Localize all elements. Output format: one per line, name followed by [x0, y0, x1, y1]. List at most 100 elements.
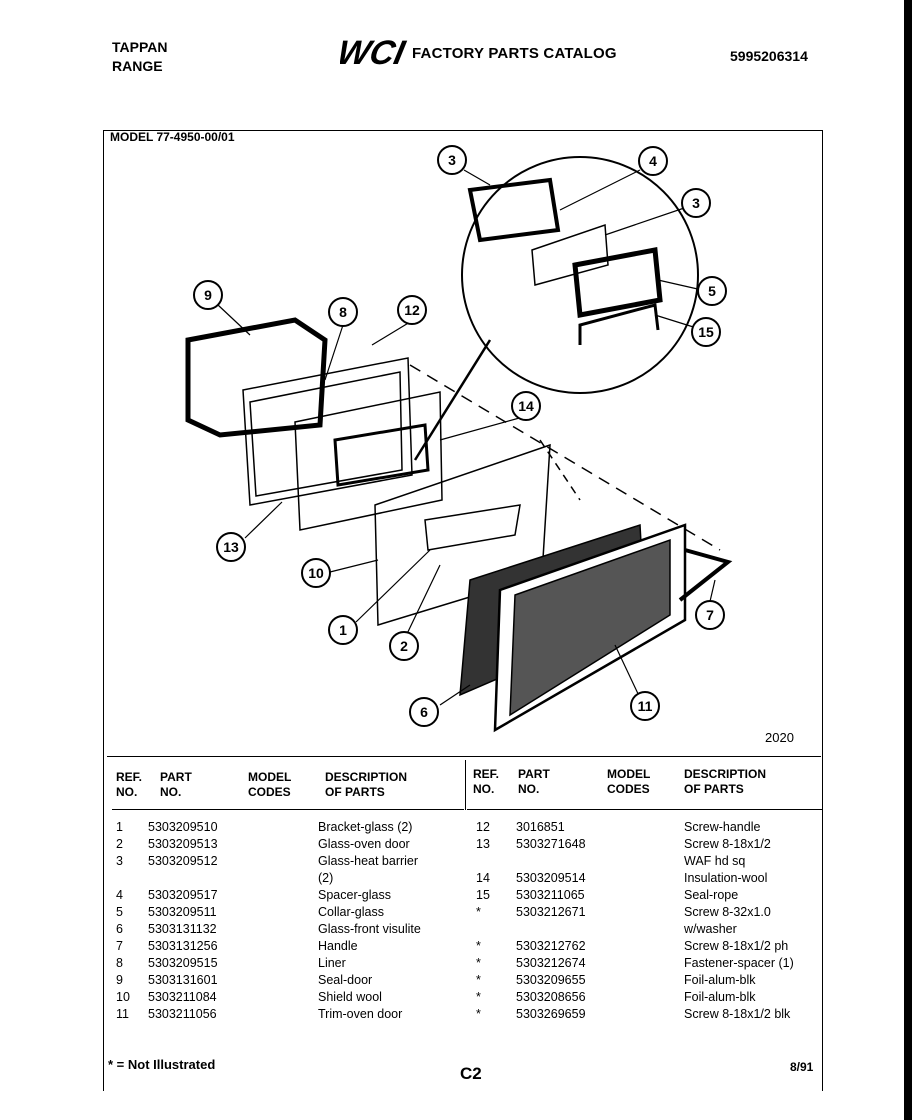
table-row: * 5303212762 Screw 8-18x1/2 ph [476, 938, 821, 955]
cell-part: 5303212671 [516, 905, 586, 919]
cell-desc: Spacer-glass [318, 888, 391, 902]
brand-block: TAPPAN RANGE [112, 38, 167, 76]
handle-shape [678, 548, 733, 602]
header-part-left: PART NO. [160, 770, 192, 799]
callout-3-right: 3 [681, 188, 711, 218]
cell-ref: * [476, 973, 481, 987]
table-row: w/washer [476, 921, 821, 938]
cell-ref: * [476, 939, 481, 953]
assembly-line-2 [539, 439, 581, 501]
detail-magnifier [461, 156, 699, 394]
header-rule-left [112, 809, 464, 810]
svg-text:12: 12 [404, 302, 420, 318]
catalog-title: FACTORY PARTS CATALOG [412, 45, 617, 62]
svg-text:5: 5 [708, 283, 716, 299]
trim-inner [509, 538, 671, 717]
callout-5: 5 [697, 276, 727, 306]
cell-ref: 13 [476, 837, 490, 851]
svg-text:2: 2 [400, 638, 408, 654]
assembly-line [409, 364, 721, 551]
header-model-right: MODEL CODES [607, 767, 651, 796]
cell-desc: WAF hd sq [684, 854, 746, 868]
cell-part: 5303209512 [148, 854, 218, 868]
glass-oven-door-shape [294, 391, 443, 531]
not-illustrated-note: * = Not Illustrated [108, 1057, 216, 1072]
cell-part: 5303131601 [148, 973, 218, 987]
callout-15: 15 [691, 317, 721, 347]
cell-desc: Screw 8-32x1.0 [684, 905, 771, 919]
svg-text:15: 15 [698, 324, 714, 340]
callouts: 9 8 12 14 13 10 1 2 6 11 7 3 4 3 5 15 [193, 145, 727, 727]
liner-shape [242, 357, 413, 506]
cell-ref: 5 [116, 905, 123, 919]
cell-part: 5303212762 [516, 939, 586, 953]
cell-ref: 15 [476, 888, 490, 902]
cell-ref: 6 [116, 922, 123, 936]
callout-10: 10 [301, 558, 331, 588]
cell-part: 5303211065 [516, 888, 585, 902]
header-model-left: MODEL CODES [248, 770, 292, 799]
spacer-glass-shape [467, 177, 561, 243]
callout-11: 11 [630, 691, 660, 721]
svg-text:7: 7 [706, 607, 714, 623]
liner-inner [249, 371, 403, 497]
callout-1: 1 [328, 615, 358, 645]
callout-8: 8 [328, 297, 358, 327]
cell-desc: Shield wool [318, 990, 382, 1004]
header-ref-right: REF. NO. [473, 767, 500, 796]
svg-text:3: 3 [448, 152, 456, 168]
model-label: MODEL 77-4950-00/01 [110, 130, 235, 144]
cell-ref: 9 [116, 973, 123, 987]
cell-desc: Seal-door [318, 973, 373, 987]
cell-part: 5303209517 [148, 888, 218, 902]
cell-part: 5303131256 [148, 939, 218, 953]
callout-14: 14 [511, 391, 541, 421]
header-ref-left: REF. NO. [116, 770, 143, 799]
seal-door-shape [185, 317, 328, 438]
wci-logo: WCI [340, 34, 409, 70]
cell-ref: 7 [116, 939, 123, 953]
svg-text:11: 11 [638, 698, 653, 714]
product-type: RANGE [112, 58, 163, 74]
cell-desc: Screw-handle [684, 820, 761, 834]
cell-desc: w/washer [684, 922, 737, 936]
heat-barrier-glass-shape [531, 223, 609, 286]
cell-desc: Collar-glass [318, 905, 384, 919]
cell-desc: Insulation-wool [684, 871, 768, 885]
cell-desc: Screw 8-18x1/2 blk [684, 1007, 791, 1021]
cell-desc: Glass-heat barrier [318, 854, 419, 868]
callout-2: 2 [389, 631, 419, 661]
table-row: 9 5303131601 Seal-door [116, 972, 461, 989]
logo-text: WCI [340, 34, 409, 70]
cell-desc: Foil-alum-blk [684, 990, 756, 1004]
content-frame [103, 130, 823, 1091]
table-top-rule [107, 756, 821, 757]
cell-ref: 8 [116, 956, 123, 970]
header-rule-right [467, 809, 823, 810]
cell-part: 3016851 [516, 820, 565, 834]
svg-text:8: 8 [339, 304, 347, 320]
brand-name: TAPPAN [112, 39, 168, 55]
header-part-right: PART NO. [518, 767, 550, 796]
svg-text:6: 6 [420, 704, 428, 720]
cell-part: 5303209655 [516, 973, 586, 987]
cell-desc: Glass-front visulite [318, 922, 421, 936]
page-code: C2 [460, 1064, 482, 1083]
cell-part: 5303209510 [148, 820, 218, 834]
cell-part: 5303209514 [516, 871, 586, 885]
svg-text:1: 1 [339, 622, 347, 638]
cell-desc: Screw 8-18x1/2 ph [684, 939, 789, 953]
shield-window [424, 504, 521, 551]
